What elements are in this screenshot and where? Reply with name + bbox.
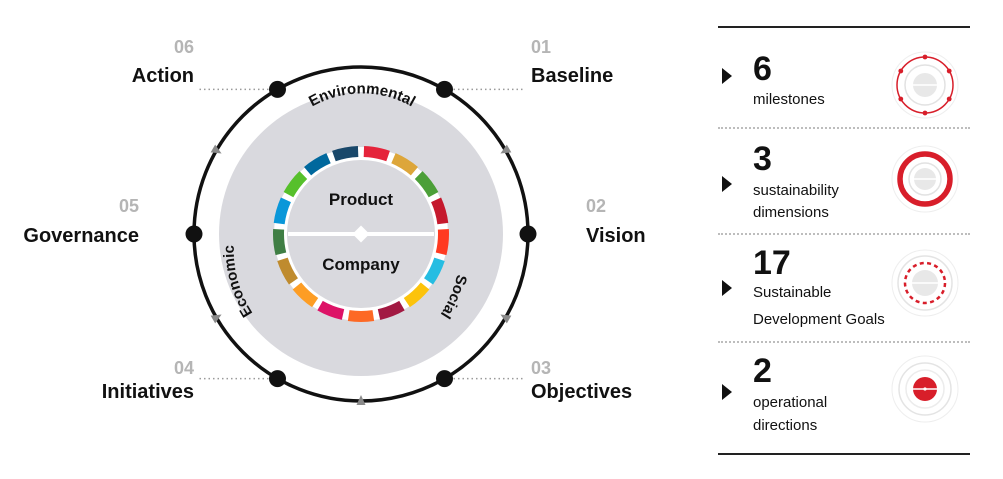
- sdg-segment: [377, 300, 405, 320]
- panel-bottom-rule: [718, 453, 970, 455]
- six-dots-ring-icon: [891, 51, 959, 119]
- direction-arrow-icon: [210, 314, 222, 324]
- step-node: [436, 80, 453, 98]
- stat-label: milestones: [753, 91, 825, 108]
- sdg-segment: [414, 171, 439, 198]
- step-label: Baseline: [531, 65, 613, 87]
- sdg-segment: [347, 310, 375, 322]
- play-triangle-icon: [722, 176, 732, 192]
- stat-milestones: 6 milestones: [718, 46, 970, 124]
- stat-value: 17: [753, 244, 791, 282]
- sdg-segment: [424, 257, 445, 285]
- stat-label: dimensions: [753, 204, 829, 221]
- dashed-red-ring-icon: [891, 249, 959, 317]
- sdg-segment: [273, 197, 291, 225]
- sdg-segment: [317, 300, 345, 320]
- step-number: 04: [174, 358, 194, 378]
- step-number: 02: [586, 196, 606, 216]
- stat-label: Sustainable: [753, 284, 832, 301]
- step-label: Initiatives: [102, 381, 194, 403]
- panel-divider: [718, 233, 970, 235]
- stat-directions: 2 operational directions: [718, 352, 970, 448]
- panel-top-rule: [718, 26, 970, 28]
- stat-label: Development Goals: [753, 311, 885, 328]
- core-label-product: Product: [329, 190, 394, 209]
- sdg-segment: [435, 228, 450, 256]
- play-triangle-icon: [722, 68, 732, 84]
- stat-dimensions: 3 sustainability dimensions: [718, 140, 970, 230]
- core-divider-diamond: [352, 225, 370, 243]
- sustainability-cycle-diagram: Product Company Environmental Social Eco…: [23, 37, 646, 405]
- step-node: [269, 370, 286, 388]
- sdg-segment: [283, 171, 308, 198]
- direction-arrow-icon: [500, 314, 512, 324]
- step-number: 01: [531, 37, 551, 57]
- step-node: [519, 225, 537, 243]
- sdg-segment: [391, 153, 418, 176]
- sdg-segment-ring: [272, 146, 450, 322]
- step-label: Action: [132, 65, 194, 87]
- cycle-direction-arrows: [210, 144, 512, 405]
- sdg-segment: [431, 197, 449, 225]
- sdg-segment: [277, 257, 298, 285]
- sdg-segment: [332, 146, 359, 162]
- step-label: Vision: [586, 225, 646, 247]
- direction-arrow-icon: [356, 395, 366, 405]
- step-node: [436, 370, 453, 388]
- step-label: Objectives: [531, 381, 632, 403]
- stat-sdgs: 17 Sustainable Development Goals: [718, 244, 970, 336]
- play-triangle-icon: [722, 384, 732, 400]
- stat-label: operational: [753, 394, 828, 411]
- step-number: 03: [531, 358, 551, 378]
- panel-divider: [718, 127, 970, 129]
- step-number: 06: [174, 37, 194, 57]
- stat-value: 2: [753, 352, 772, 390]
- red-core-icon: [891, 355, 959, 423]
- sdg-segment: [272, 228, 287, 256]
- direction-arrow-icon: [500, 144, 512, 154]
- sdg-segment: [363, 146, 390, 162]
- step-number: 05: [119, 196, 139, 216]
- sdg-segment: [403, 282, 430, 308]
- step-label: Governance: [23, 225, 139, 247]
- panel-divider: [718, 341, 970, 343]
- direction-arrow-icon: [210, 144, 222, 154]
- sdg-segment: [304, 153, 331, 176]
- thick-red-ring-icon: [891, 145, 959, 213]
- step-node: [269, 80, 286, 98]
- sdg-segment: [292, 282, 319, 308]
- stat-value: 3: [753, 140, 772, 178]
- stat-label: sustainability: [753, 182, 839, 199]
- stat-label: directions: [753, 417, 818, 434]
- play-triangle-icon: [722, 280, 732, 296]
- core-label-company: Company: [322, 255, 400, 274]
- step-node: [185, 225, 203, 243]
- stat-value: 6: [753, 50, 772, 88]
- key-figures-panel: 6 milestones 3 sustainability dimensions: [718, 0, 973, 479]
